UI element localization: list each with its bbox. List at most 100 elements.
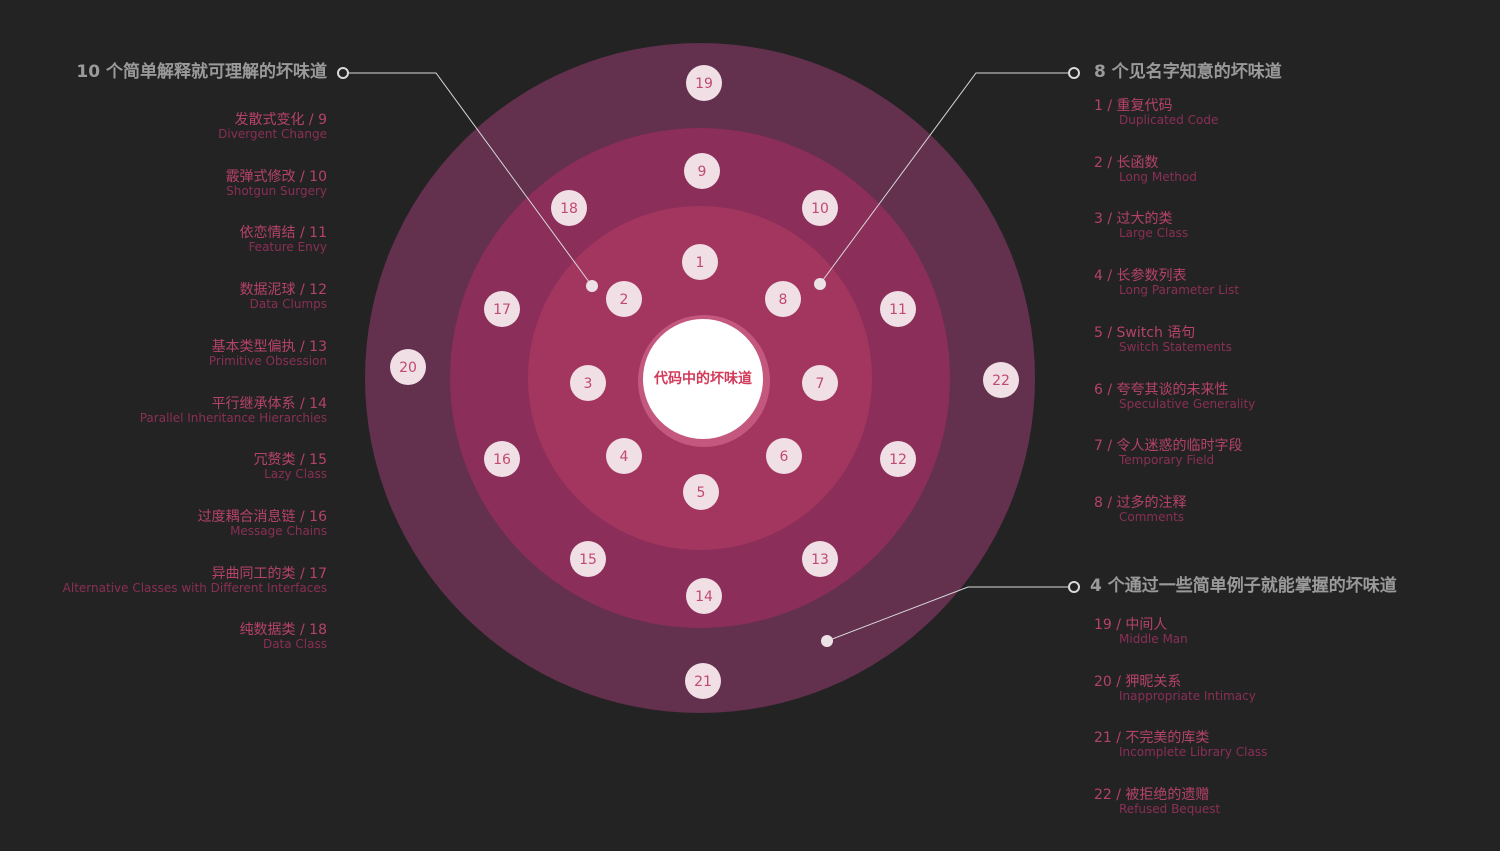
node-3: 3: [570, 365, 606, 401]
node-15: 15: [570, 541, 606, 577]
item-cn-label: 21 / 不完美的库类: [1094, 730, 1210, 747]
item-cn-label: 冗赘类 / 15: [253, 452, 327, 469]
group-title-left: 10 个简单解释就可理解的坏味道: [76, 62, 327, 82]
connector-right-top: [814, 67, 1080, 290]
item-cn-label: 3 / 过大的类: [1094, 211, 1173, 228]
item-cn-label: 霰弹式修改 / 10: [225, 168, 327, 185]
node-label: 13: [811, 552, 829, 568]
item-en-label: Long Parameter List: [1119, 283, 1240, 298]
item-en-label: Incomplete Library Class: [1119, 745, 1268, 760]
node-label: 22: [992, 373, 1010, 389]
node-circle: [606, 281, 642, 317]
item-en-label: Message Chains: [230, 523, 327, 538]
connector-dot: [814, 278, 826, 290]
item-cn-label: 1 / 重复代码: [1094, 98, 1173, 114]
item-en-label: Middle Man: [1119, 632, 1188, 646]
item-cn-label: 异曲同工的类 / 17: [211, 565, 327, 582]
group-title-right-bottom: 4 个通过一些简单例子就能掌握的坏味道: [1090, 576, 1397, 596]
item-en-label: Parallel Inheritance Hierarchies: [139, 410, 327, 425]
node-label: 19: [695, 76, 713, 92]
node-label: 6: [780, 449, 789, 465]
item-cn-label: 19 / 中间人: [1094, 617, 1168, 633]
node-9: 9: [684, 153, 720, 189]
node-label: 9: [698, 164, 707, 180]
connector-line: [819, 72, 1074, 285]
node-label: 12: [889, 452, 907, 468]
node-4: 4: [606, 438, 642, 474]
node-label: 8: [779, 292, 788, 308]
item-en-label: Duplicated Code: [1119, 113, 1219, 127]
item-en-label: Primitive Obsession: [208, 353, 327, 368]
node-12: 12: [880, 441, 916, 477]
node-circle: [765, 281, 801, 317]
node-circle: [802, 365, 838, 401]
item-cn-label: 6 / 夸夸其谈的未来性: [1094, 381, 1229, 398]
node-7: 7: [802, 365, 838, 401]
item-en-label: Alternative Classes with Different Inter…: [62, 580, 327, 595]
item-cn-label: 2 / 长函数: [1094, 154, 1159, 171]
item-en-label: Shotgun Surgery: [226, 183, 327, 198]
node-label: 4: [620, 449, 629, 465]
item-cn-label: 20 / 狎昵关系: [1094, 673, 1182, 690]
item-cn-label: 基本类型偏执 / 13: [211, 338, 327, 355]
node-circle: [570, 541, 606, 577]
group-title-right-top: 8 个见名字知意的坏味道: [1094, 62, 1282, 82]
node-circle: [570, 365, 606, 401]
node-label: 20: [399, 360, 417, 376]
connector-left: [337, 67, 598, 292]
node-17: 17: [484, 291, 520, 327]
node-16: 16: [484, 441, 520, 477]
node-14: 14: [686, 578, 722, 614]
node-circle: [766, 438, 802, 474]
item-en-label: Temporary Field: [1119, 453, 1215, 468]
node-circle: [686, 578, 722, 614]
node-circle: [685, 663, 721, 699]
node-label: 2: [620, 292, 629, 308]
center-disc: [643, 319, 763, 439]
node-6: 6: [766, 438, 802, 474]
item-en-label: Speculative Generality: [1119, 396, 1256, 411]
node-label: 17: [493, 302, 511, 318]
item-cn-label: 纯数据类 / 18: [239, 622, 327, 639]
node-13: 13: [802, 541, 838, 577]
node-1: 1: [682, 244, 718, 280]
item-cn-label: 5 / Switch 语句: [1094, 324, 1196, 341]
node-circle: [484, 441, 520, 477]
node-circle: [390, 349, 426, 385]
item-en-label: Lazy Class: [264, 467, 327, 482]
item-cn-label: 数据泥球 / 12: [239, 282, 327, 299]
item-en-label: Refused Bequest: [1119, 802, 1221, 817]
item-cn-label: 22 / 被拒绝的遗赠: [1094, 787, 1210, 804]
item-en-label: Comments: [1119, 509, 1185, 524]
item-en-label: Switch Statements: [1119, 339, 1232, 354]
connector-dot: [821, 635, 833, 647]
node-18: 18: [551, 190, 587, 226]
item-cn-label: 4 / 长参数列表: [1094, 268, 1187, 285]
node-circle: [880, 291, 916, 327]
node-5: 5: [683, 474, 719, 510]
connector-ring-marker: [1068, 581, 1080, 593]
item-en-label: Data Clumps: [249, 297, 327, 312]
connector-right-bottom: [821, 581, 1080, 647]
node-label: 5: [697, 485, 706, 501]
node-circle: [682, 244, 718, 280]
item-en-label: Divergent Change: [218, 127, 327, 141]
node-circle: [983, 362, 1019, 398]
